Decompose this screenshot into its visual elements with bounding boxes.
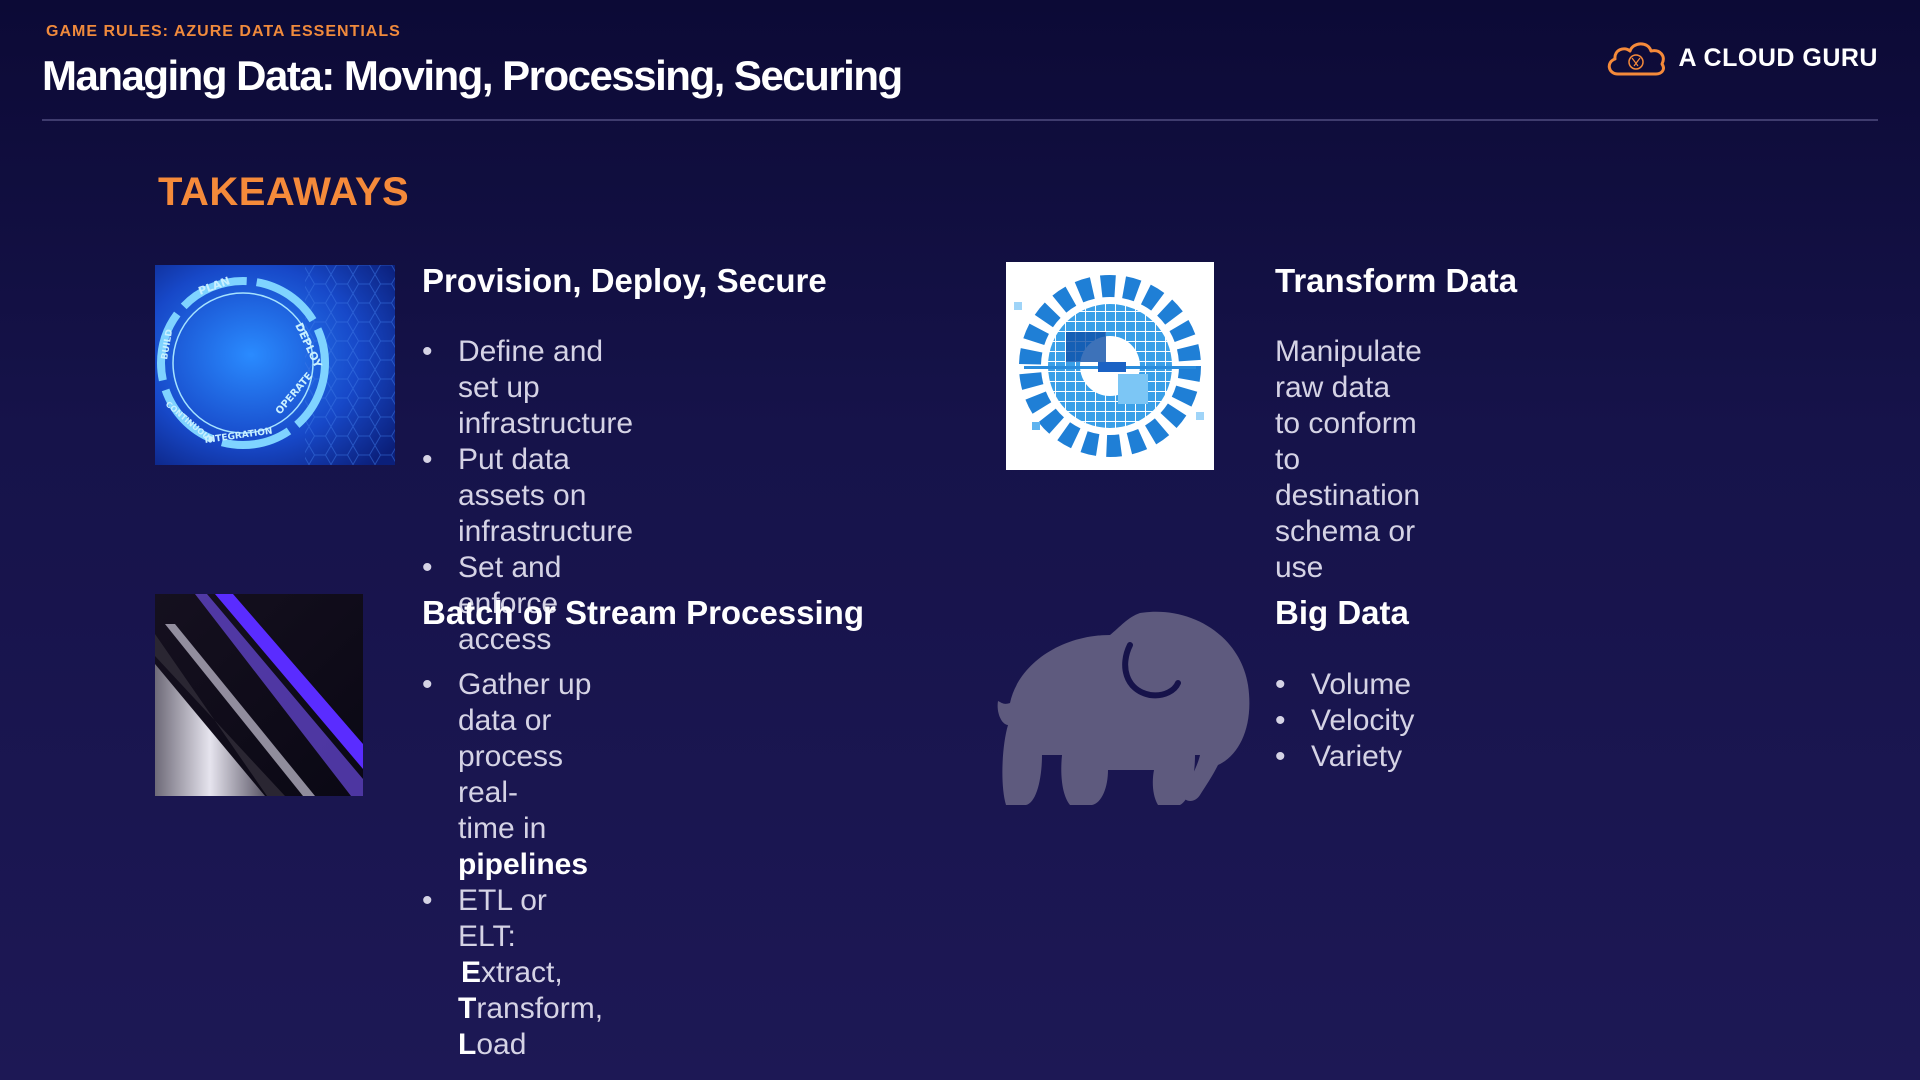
list-item: Velocity: [1275, 703, 1414, 739]
brand-logo: A CLOUD GURU: [1604, 38, 1878, 78]
etl-letter: E: [461, 956, 482, 989]
card-bigdata-list: Volume Velocity Variety: [1275, 667, 1414, 775]
etl-letter: L: [458, 1028, 477, 1061]
section-heading: TAKEAWAYS: [158, 170, 410, 214]
card-batch-title: Batch or Stream Processing: [422, 594, 864, 631]
card-batch-list: Gather up data or process real- time in …: [422, 667, 603, 1063]
slide-title: Managing Data: Moving, Processing, Secur…: [42, 52, 903, 99]
card-provision-list: Define and set up infrastructure Put dat…: [422, 334, 633, 658]
etl-word: ransform,: [476, 992, 604, 1025]
card-bigdata-title: Big Data: [1275, 594, 1409, 631]
devops-cycle-image: PLAN DEPLOY OPERATE INTEGRATION CONTINUO…: [155, 265, 395, 465]
list-item: Variety: [1275, 739, 1414, 775]
list-item: ETL or ELT: Extract, Transform, Load: [422, 883, 603, 1063]
pixel-gear-image: [1006, 262, 1214, 470]
etl-word: xtract,: [481, 956, 563, 989]
description-line: Manipulate raw data to conform: [1275, 335, 1422, 440]
list-item: Define and set up infrastructure: [422, 334, 633, 442]
cloud-logo-icon: [1608, 42, 1666, 76]
elephant-icon: [990, 605, 1260, 815]
logo-text: A CLOUD GURU: [1678, 43, 1878, 72]
description-line: to destination schema or use: [1275, 443, 1421, 584]
card-provision-title: Provision, Deploy, Secure: [422, 262, 827, 299]
bullet-line: Gather up data or process real-: [458, 668, 592, 809]
list-item: Gather up data or process real- time in …: [422, 667, 603, 883]
card-transform-description: Manipulate raw data to conform to destin…: [1275, 334, 1422, 586]
bullet-emphasis: pipelines: [458, 848, 589, 881]
etl-word: oad: [476, 1028, 527, 1061]
bullet-line: ETL or ELT:: [458, 884, 547, 953]
list-item: Volume: [1275, 667, 1414, 703]
diagonal-streams-image: [155, 594, 363, 796]
header-divider: [42, 119, 1878, 121]
list-item: Set and enforce access: [422, 550, 633, 658]
bullet-line: time in: [458, 812, 547, 845]
etl-letter: T: [458, 992, 477, 1025]
course-label: GAME RULES: AZURE DATA ESSENTIALS: [46, 23, 401, 40]
card-transform-title: Transform Data: [1275, 262, 1518, 299]
list-item: Put data assets on infrastructure: [422, 442, 633, 550]
